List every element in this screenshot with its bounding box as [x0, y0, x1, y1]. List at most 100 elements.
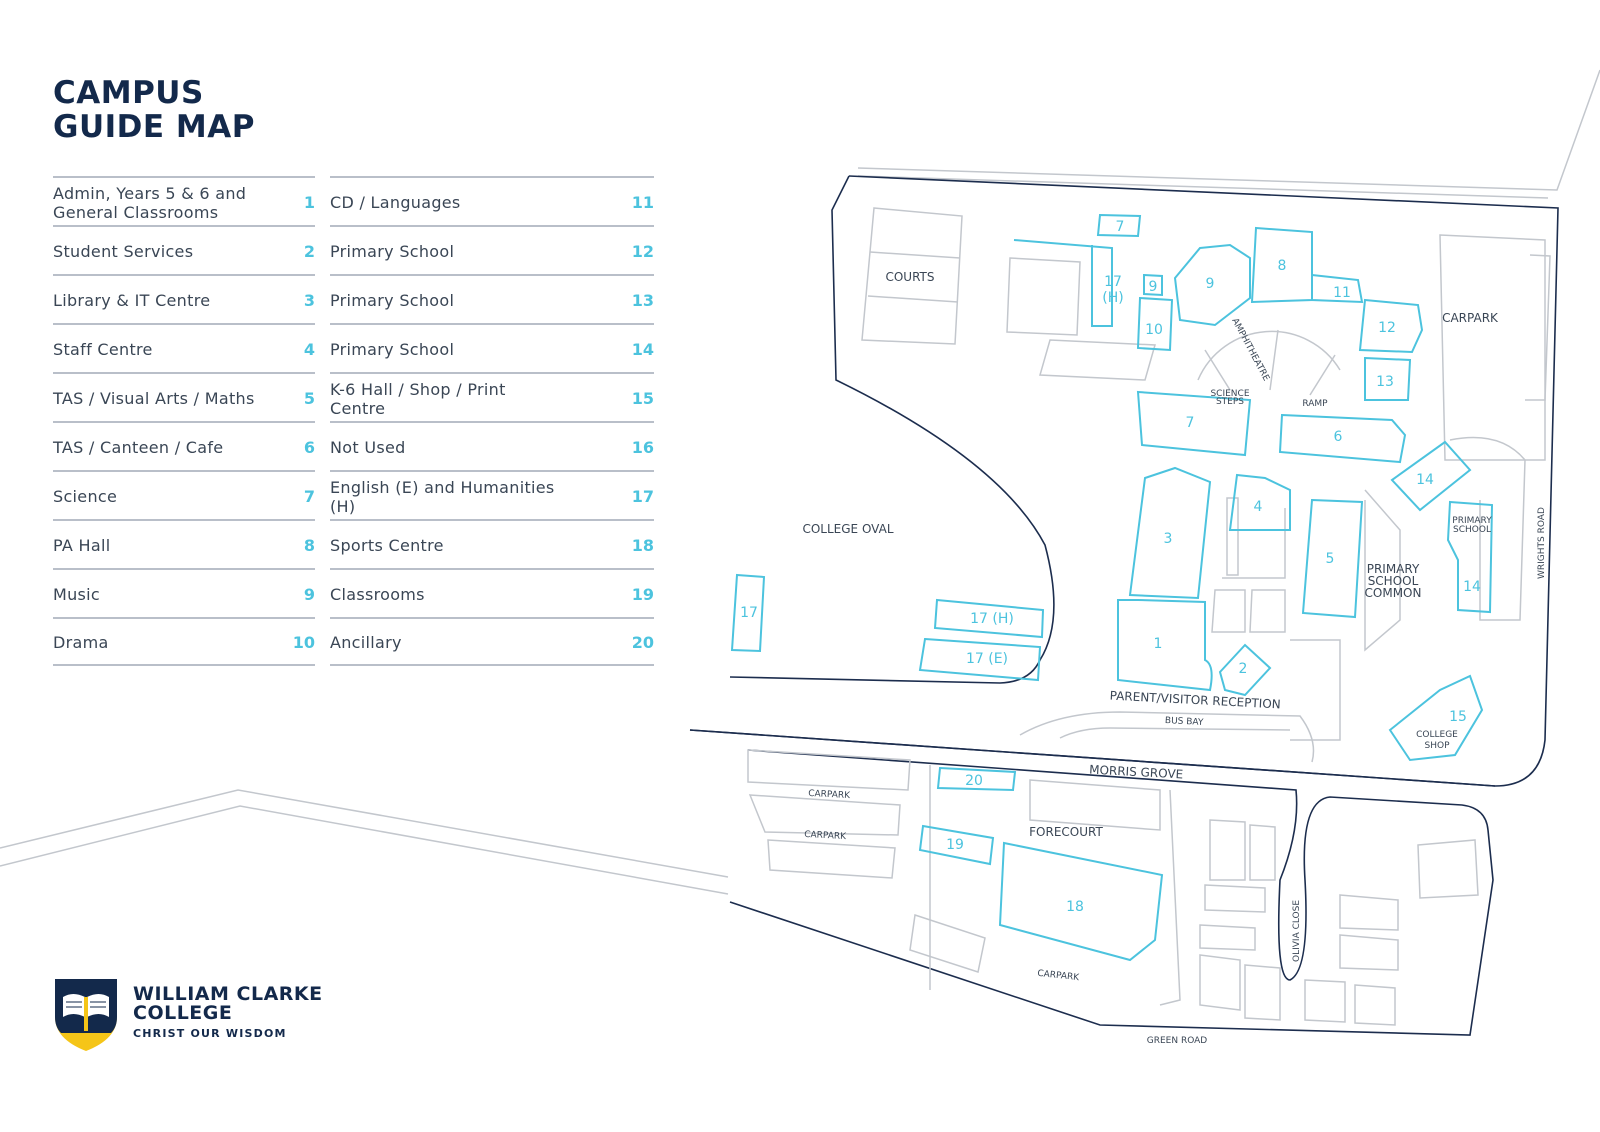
label-carpark-ne: CARPARK — [1442, 311, 1499, 325]
building-17h — [933, 598, 1045, 639]
map-number: 2 — [1239, 661, 1248, 677]
map-number: 18 — [1066, 899, 1084, 915]
place-labels: COURTS CARPARK AMPHITHEATRE SCIENCE STEP… — [802, 270, 1547, 1046]
map-number: 13 — [1376, 374, 1394, 390]
map-number: 17 (E) — [966, 651, 1008, 667]
building-4 — [1228, 473, 1291, 531]
map-number: 3 — [1164, 531, 1173, 547]
legend-name: Library & IT Centre — [53, 291, 211, 310]
building-11 — [1311, 273, 1364, 304]
label-carpark-1: CARPARK — [808, 789, 851, 801]
college-logo: WILLIAM CLARKE COLLEGE CHRIST OUR WISDOM — [53, 977, 373, 1057]
map-number: 10 — [1145, 322, 1163, 338]
map-number: (H) — [1102, 290, 1123, 306]
label-green-road: GREEN ROAD — [1147, 1036, 1208, 1046]
map-number: 5 — [1326, 551, 1335, 567]
building-3 — [1128, 466, 1212, 600]
map-number: 14 — [1463, 579, 1481, 595]
legend-number: 1 — [303, 193, 315, 212]
legend-name: Primary School — [330, 242, 455, 261]
legend-number: 19 — [631, 585, 654, 604]
building-14-south — [1446, 500, 1494, 614]
building-12 — [1358, 298, 1424, 354]
map-number: 11 — [1333, 285, 1351, 301]
map-number: 17 — [740, 605, 758, 621]
label-science-steps: SCIENCE — [1210, 389, 1249, 399]
building-7 — [1136, 390, 1252, 457]
map-number: 8 — [1278, 258, 1287, 274]
building-9 — [1173, 243, 1251, 327]
legend-name: CD / Languages — [330, 193, 461, 212]
label-college-shop: SHOP — [1425, 741, 1451, 751]
building-numbers: 1 2 3 4 5 6 7 7 8 9 9 10 11 12 13 14 14 … — [740, 219, 1481, 915]
legend-name: TAS / Canteen / Cafe — [53, 438, 224, 457]
legend-name: English (E) and Humanities (H) — [330, 477, 555, 516]
label-primary-school: SCHOOL — [1453, 525, 1491, 535]
building-15 — [1388, 674, 1484, 762]
map-number: 6 — [1334, 429, 1343, 445]
legend-name: K-6 Hall / Shop / Print Centre — [330, 379, 506, 418]
label-college-oval: COLLEGE OVAL — [802, 522, 893, 536]
legend-row: Library & IT Centre 3 — [53, 274, 315, 323]
legend-name: Sports Centre — [330, 536, 444, 555]
label-olivia-close: OLIVIA CLOSE — [1292, 900, 1302, 962]
legend-number: 10 — [292, 633, 315, 652]
legend-number: 2 — [303, 242, 315, 261]
building-19 — [918, 824, 995, 866]
building-13 — [1364, 356, 1412, 401]
building-6 — [1278, 413, 1407, 464]
legend-name: Ancillary — [330, 633, 402, 652]
building-20 — [936, 766, 1017, 792]
map-number: 19 — [946, 837, 964, 853]
legend-name: Not Used — [330, 438, 406, 457]
legend-number: 14 — [631, 340, 654, 359]
grey-structures — [747, 207, 1551, 1026]
building-7-north — [1096, 213, 1142, 238]
legend-name: Music — [53, 585, 101, 604]
label-parent-reception: PARENT/VISITOR RECEPTION — [1109, 689, 1281, 712]
map-number: 14 — [1416, 472, 1434, 488]
building-17-west — [730, 573, 766, 653]
logo-name-line-2: COLLEGE — [133, 1002, 233, 1024]
legend-number: 15 — [631, 389, 654, 408]
title-line-2: GUIDE MAP — [53, 109, 255, 145]
label-morris-grove: MORRIS GROVE — [1089, 763, 1184, 782]
label-amphitheatre: AMPHITHEATRE — [1229, 317, 1271, 383]
legend-left-column: Admin, Years 5 & 6 and General Classroom… — [53, 176, 315, 666]
map-number: 12 — [1378, 320, 1396, 336]
page-title: CAMPUS GUIDE MAP — [53, 76, 255, 144]
legend-number: 18 — [631, 536, 654, 555]
label-wrights-road: WRIGHTS ROAD — [1537, 507, 1547, 579]
legend-number: 4 — [303, 340, 315, 359]
legend-number: 9 — [303, 585, 315, 604]
shield-icon — [55, 979, 117, 1051]
legend-number: 17 — [631, 487, 654, 506]
logo-text: WILLIAM CLARKE COLLEGE CHRIST OUR WISDOM — [133, 983, 323, 1041]
building-17h-north — [1013, 239, 1113, 327]
label-primary-school-common: COMMON — [1365, 586, 1422, 600]
legend-row: English (E) and Humanities (H) 17 — [330, 470, 654, 519]
building-5 — [1301, 498, 1364, 619]
legend-number: 3 — [303, 291, 315, 310]
legend-number: 16 — [631, 438, 654, 457]
map-number: 17 (H) — [970, 611, 1014, 627]
map-number: 17 — [1104, 274, 1122, 290]
label-science-steps: STEPS — [1216, 397, 1244, 407]
legend-name: Science — [53, 487, 118, 506]
logo-name-line-1: WILLIAM CLARKE — [133, 983, 323, 1005]
label-primary-school: PRIMARY — [1452, 516, 1492, 526]
label-primary-school-common: PRIMARY — [1367, 562, 1420, 576]
building-10 — [1136, 296, 1174, 352]
map-number: 9 — [1206, 276, 1215, 292]
legend-name: TAS / Visual Arts / Maths — [53, 389, 255, 408]
legend-row: Not Used 16 — [330, 421, 654, 470]
legend-name: Primary School — [330, 340, 455, 359]
legend-row: Music 9 — [53, 568, 315, 617]
